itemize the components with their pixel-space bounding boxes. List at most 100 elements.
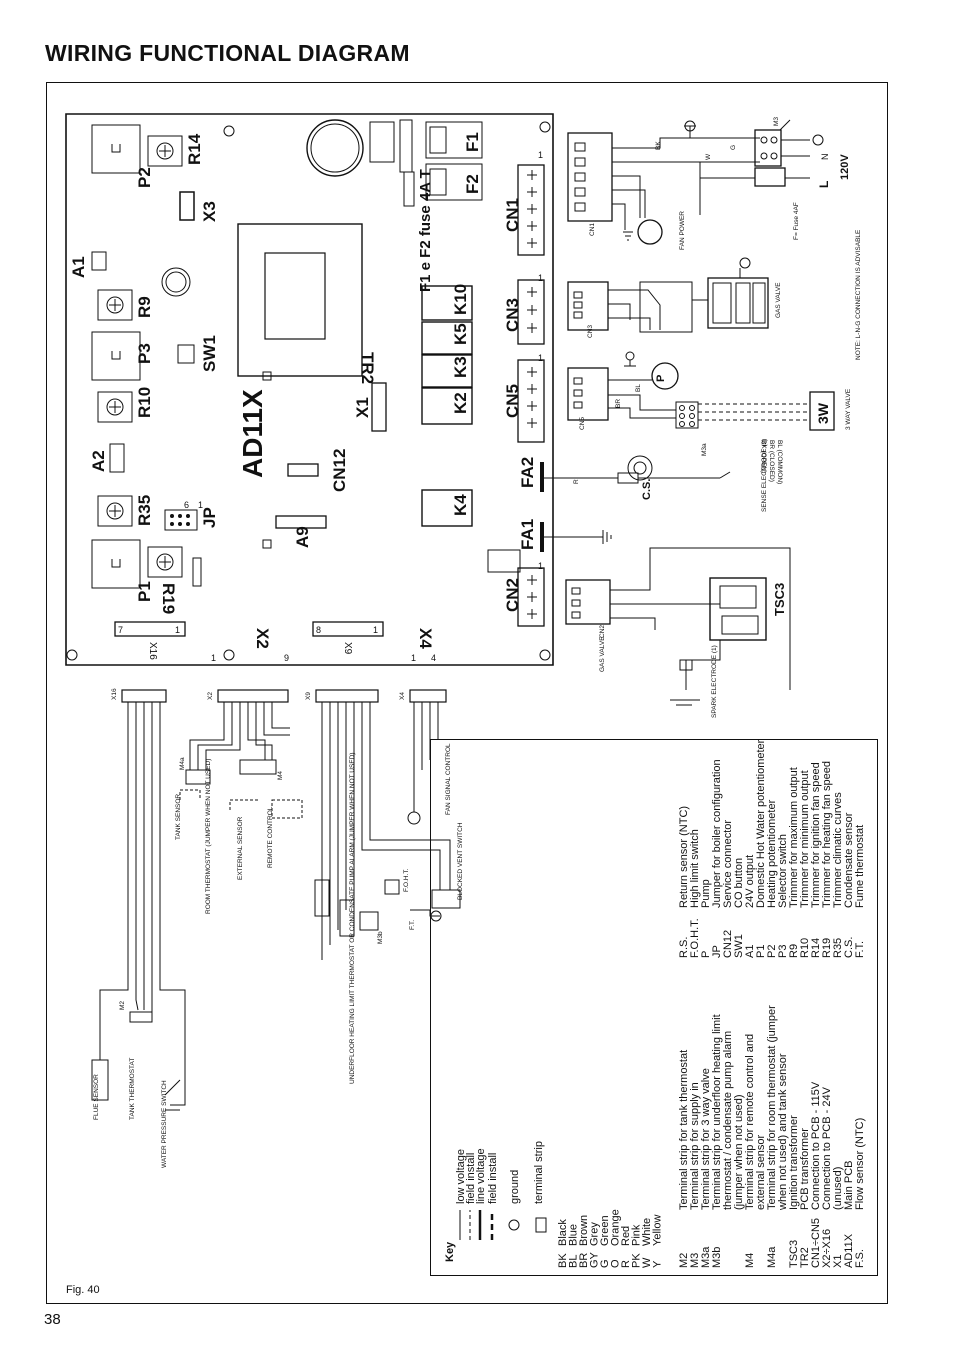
three-way-label: 3W xyxy=(815,402,831,424)
x1-connector xyxy=(371,382,387,432)
lbl-m4: M4 xyxy=(277,771,284,780)
color-key-0-text: Black xyxy=(557,1219,569,1246)
jp-jumper xyxy=(164,509,198,531)
cn3-terminal xyxy=(517,279,545,345)
lbl-blocked-vent: BLOCKED VENT SWITCH xyxy=(457,822,464,900)
fan-power-label: FAN POWER xyxy=(679,211,686,250)
key-heading: Key xyxy=(444,1241,456,1262)
lbl-fan-signal: FAN SIGNAL CONTROL xyxy=(445,743,452,815)
jp-pin-1: 1 xyxy=(198,500,203,510)
potentiometer-p2 xyxy=(91,124,141,174)
supply-n: N xyxy=(820,154,830,161)
sense-electrode-label: SENSE ELECTRODE (2) xyxy=(761,439,768,512)
right-circuit xyxy=(544,119,835,706)
key-col2-2-code: M3a xyxy=(700,1246,712,1268)
main-pcb: P2 R14 X3 A1 R9 P3 SW1 R10 A2 R35 JP R19… xyxy=(65,113,554,666)
figure-label: Fig. 40 xyxy=(66,1284,100,1296)
lbl-tank-thermostat: TANK THERMOSTAT xyxy=(129,1058,136,1120)
cn5-plug-label: CN5 xyxy=(579,417,586,430)
key-col2-8-code: M4a xyxy=(766,1246,778,1268)
sw1-button xyxy=(177,344,195,364)
key-col2-5-text: (jumper when not used) xyxy=(733,1094,745,1210)
m3a-label: M3a xyxy=(701,443,708,456)
key-col2-0-text: Terminal strip for tank thermostat xyxy=(678,1050,690,1210)
key-col2-0-code: M2 xyxy=(678,1253,690,1268)
spark-electrode-label: SPARK ELECTRODE (1) xyxy=(711,645,718,718)
label-a1: A1 xyxy=(69,256,88,278)
key-col3-8-code: P2 xyxy=(766,945,778,958)
three-way-common: BL (COMMON) xyxy=(776,440,783,484)
label-fa2: FA2 xyxy=(518,457,537,488)
key-col3-12-text: Trimmer for ignition fan speed xyxy=(810,762,822,908)
label-r9: R9 xyxy=(135,296,154,318)
key-col2-11-text: PCB transformer xyxy=(799,1128,811,1210)
label-tr2: TR2 xyxy=(358,352,377,384)
potentiometer-p1 xyxy=(91,539,141,589)
cn5-pin-1: 1 xyxy=(538,353,543,363)
label-f2: F2 xyxy=(463,174,482,194)
lower-circuit-labels: FLUE SENSOR TANK THERMOSTAT WATER PRESSU… xyxy=(93,688,464,1168)
label-fa1: FA1 xyxy=(518,519,537,550)
lbl-room-thermostat: ROOM THERMOSTAT (JUMPER WHEN NOT USED) xyxy=(205,759,212,914)
trimmer-r35 xyxy=(97,495,133,527)
key-col3-7-text: Domestic Hot Water potentiometer xyxy=(755,739,767,908)
trimmer-r19 xyxy=(147,546,183,578)
key-col3-10-code: R9 xyxy=(788,944,800,958)
key-col3-9-code: P3 xyxy=(777,945,789,958)
label-a9: A9 xyxy=(293,526,312,548)
key-col3-4-text: Service connector xyxy=(722,820,734,908)
lbl-external-sensor: EXTERNAL SENSOR xyxy=(237,816,244,880)
key-col3-16-code: F.T. xyxy=(854,941,866,958)
cn2-plug-label: CN2 xyxy=(599,625,606,638)
tsc3-label: TSC3 xyxy=(772,583,787,616)
lbl-remote-control: REMOTE CONTROL xyxy=(267,806,274,868)
lbl-m3b: M3b xyxy=(377,931,384,944)
wire-bk: BK xyxy=(655,141,662,150)
label-x16: X16 xyxy=(147,642,158,660)
lbl-tank-sensor: TANK SENSOR xyxy=(175,794,182,840)
key-col2-12-code: CN1÷CN5 xyxy=(810,1218,822,1268)
board-name: AD11X xyxy=(237,389,268,478)
color-key-6-text: Red xyxy=(620,1226,632,1246)
key-col2-6-code: M4 xyxy=(744,1253,756,1268)
color-key-8-text: White xyxy=(641,1218,653,1246)
x9-pin-1: 1 xyxy=(373,625,378,635)
relay-k4 xyxy=(421,489,473,527)
color-key-4-code: G xyxy=(599,1259,611,1268)
lbl-m2: M2 xyxy=(119,1001,126,1010)
fuse-f1 xyxy=(425,121,483,159)
wire-g: G xyxy=(730,145,737,150)
key-line-4: ground xyxy=(509,1170,521,1204)
label-x1: X1 xyxy=(353,397,372,418)
key-col2-15-text: Main PCB xyxy=(843,1160,855,1210)
label-f1: F1 xyxy=(463,132,482,152)
cn12-connector xyxy=(287,463,319,477)
key-col2-10-text: Ignition transformer xyxy=(788,1115,800,1210)
color-key-2-text: Brown xyxy=(578,1215,590,1246)
key-col2-16-text: Flow sensor (NTC) xyxy=(854,1118,866,1210)
key-col3-15-code: C.S. xyxy=(843,937,855,958)
pump-label: P xyxy=(655,375,667,382)
key-col3-7-code: P1 xyxy=(755,945,767,958)
label-r10: R10 xyxy=(135,387,154,418)
color-key-1-text: Blue xyxy=(568,1224,580,1246)
label-a2: A2 xyxy=(89,450,108,472)
color-key-0-code: BK xyxy=(557,1253,569,1268)
x2-pin-1: 1 xyxy=(211,653,216,663)
key-col2-11-code: TR2 xyxy=(799,1247,811,1268)
label-x9: X9 xyxy=(342,642,353,655)
wire-r: R xyxy=(573,479,580,484)
label-sw1: SW1 xyxy=(200,335,219,372)
lbl-x2: X2 xyxy=(207,692,214,700)
cn2-terminal xyxy=(517,567,545,627)
key-col3-6-code: A1 xyxy=(744,945,756,958)
label-p2: P2 xyxy=(135,167,154,188)
lbl-x16: X16 xyxy=(111,688,118,700)
label-r14: R14 xyxy=(185,133,204,165)
key-col3-13-text: Trimmer for heating fan speed xyxy=(821,761,833,908)
key-line-1: field install xyxy=(465,1153,477,1204)
key-col2-9-text: when not used) and tank sensor xyxy=(777,1053,789,1211)
page-number: 38 xyxy=(44,1311,61,1328)
color-key-9-code: Y xyxy=(652,1260,664,1268)
